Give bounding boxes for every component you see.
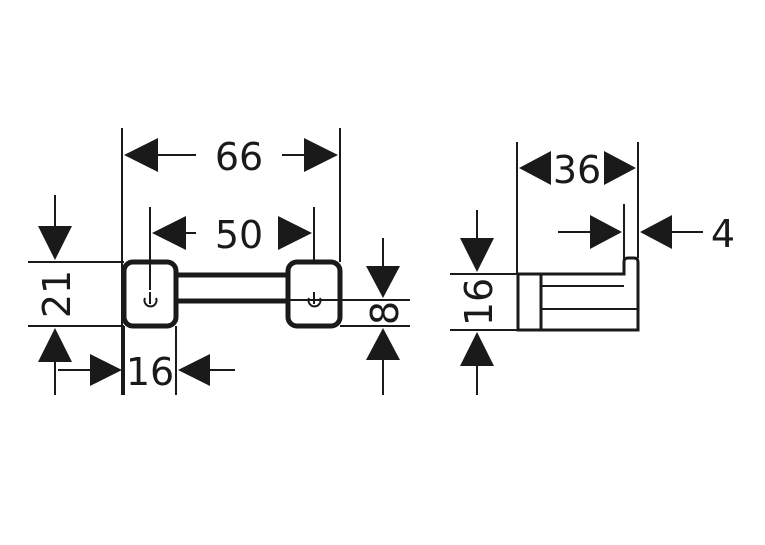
dim-50-label: 50 bbox=[215, 213, 263, 257]
dim-66-label: 66 bbox=[215, 135, 263, 179]
dim-16-side-label: 16 bbox=[457, 278, 501, 326]
dim-16-front-label: 16 bbox=[126, 350, 174, 394]
side-view bbox=[516, 256, 640, 332]
dim-lip: 4 bbox=[558, 204, 735, 262]
front-view bbox=[121, 259, 343, 329]
dim-depth: 36 bbox=[516, 142, 639, 274]
dim-hole-spacing: 50 bbox=[149, 207, 315, 290]
dim-36-label: 36 bbox=[553, 148, 601, 192]
side-profile bbox=[516, 256, 640, 332]
dim-side-height: 16 bbox=[450, 210, 518, 395]
dim-21-label: 21 bbox=[35, 270, 79, 318]
dim-bar-offset: 8 bbox=[255, 238, 410, 395]
left-screw-hole bbox=[143, 292, 158, 308]
dim-overall-width: 66 bbox=[121, 128, 341, 395]
dim-8-label: 8 bbox=[363, 301, 407, 325]
dim-4-label: 4 bbox=[711, 212, 735, 256]
dim-pad-width: 16 bbox=[58, 326, 235, 395]
dim-height: 21 bbox=[28, 195, 124, 395]
